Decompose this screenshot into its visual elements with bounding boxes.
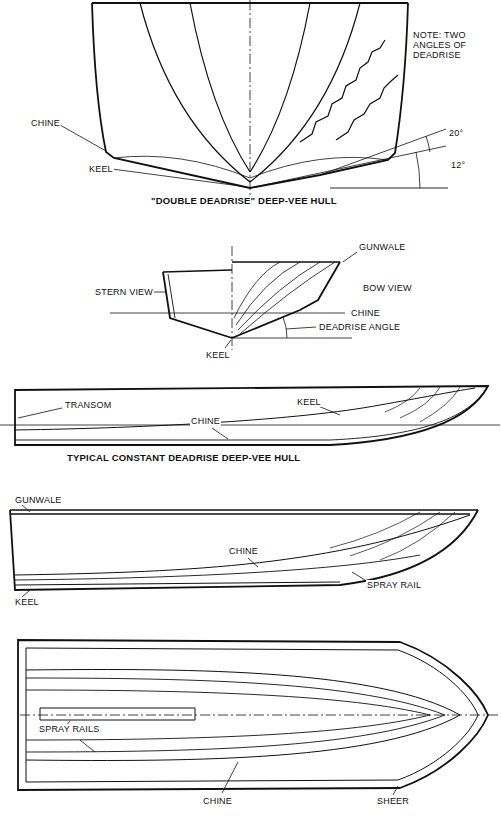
angle-value: 20°: [448, 128, 464, 138]
part-label: KEEL: [205, 350, 231, 360]
part-label: BOW VIEW: [362, 283, 413, 293]
part-label: GUNWALE: [14, 495, 63, 505]
part-label: SHEER: [376, 796, 410, 806]
part-label: KEEL: [296, 397, 322, 407]
note-text: NOTE: TWO ANGLES OF DEADRISE: [412, 30, 476, 60]
part-label: TRANSOM: [64, 400, 112, 410]
part-label: CHINE: [30, 118, 61, 128]
part-label: STERN VIEW: [94, 287, 154, 297]
constant-deadrise-section: [110, 246, 357, 350]
part-label: CHINE: [190, 416, 221, 426]
deep-vee-profile: [0, 386, 500, 445]
part-label: SPRAY RAILS: [38, 724, 100, 734]
part-label: DEADRISE ANGLE: [318, 322, 401, 332]
double-deadrise-section: [60, 0, 448, 200]
part-label: CHINE: [202, 796, 233, 806]
spray-rail-profile: [10, 505, 478, 597]
part-label: KEEL: [88, 164, 114, 174]
part-label: SPRAY RAIL: [366, 580, 422, 590]
part-label: CHINE: [350, 308, 381, 318]
part-label: KEEL: [14, 597, 40, 607]
figure-caption: "DOUBLE DEADRISE" DEEP-VEE HULL: [150, 196, 338, 206]
part-label: CHINE: [228, 546, 259, 556]
figure-caption: TYPICAL CONSTANT DEADRISE DEEP-VEE HULL: [66, 453, 301, 463]
bottom-plan-view: [18, 640, 498, 795]
angle-value: 12°: [450, 160, 466, 170]
part-label: GUNWALE: [358, 242, 407, 252]
